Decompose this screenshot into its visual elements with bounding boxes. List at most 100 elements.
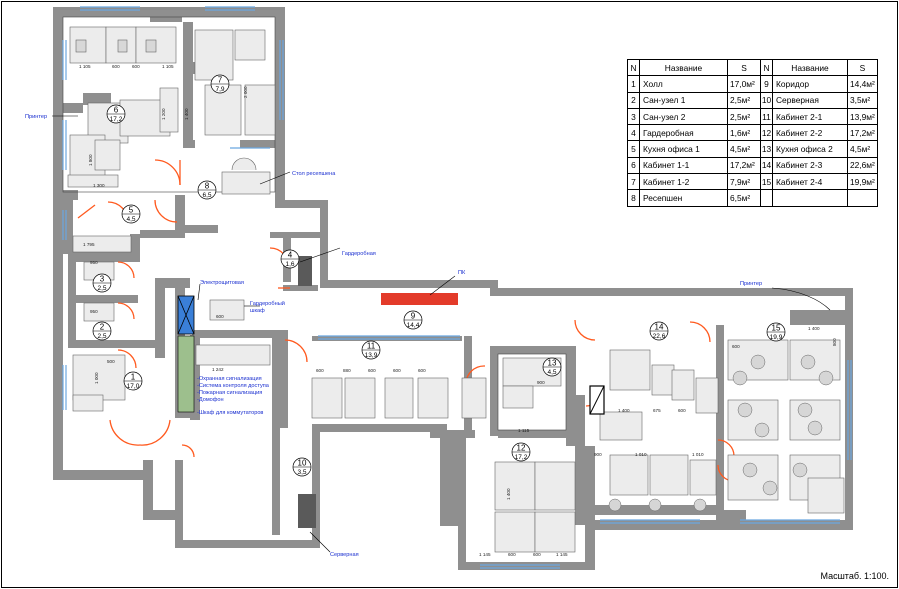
- table-cell: Кухня офиса 1: [639, 140, 728, 158]
- room-number: 1: [131, 373, 136, 382]
- label-system-0: -Охранная сигнализация: [197, 376, 262, 382]
- label-server-room: Серверная: [330, 552, 359, 558]
- dim-label: 1 242: [212, 367, 224, 372]
- table-cell: Гардеробная: [639, 124, 728, 142]
- table-cell: 17,2м²: [847, 124, 878, 142]
- col-n2: N: [760, 58, 773, 77]
- table-cell: Сан-узел 1: [639, 91, 728, 109]
- dim-label: 950: [90, 309, 98, 314]
- table-cell: 14,4м²: [847, 75, 878, 93]
- table-cell: 6: [627, 156, 640, 175]
- col-n1: N: [627, 58, 640, 77]
- table-cell: 13: [760, 140, 773, 158]
- table-cell: Кабинет 2-3: [772, 156, 848, 175]
- label-system-3: -Домофон: [197, 397, 224, 403]
- room-number: 10: [298, 459, 307, 468]
- room-area: 17,0: [127, 383, 140, 390]
- room-area: 7,9: [215, 86, 224, 93]
- dim-label: 600: [216, 314, 224, 319]
- table-cell: 4,5м²: [727, 140, 761, 158]
- table-cell: 17,0м²: [727, 75, 761, 93]
- table-cell: 8: [627, 189, 640, 207]
- room-area: 3,5: [297, 469, 306, 476]
- room-area: 14,4: [407, 322, 420, 329]
- room-area: 17,2: [515, 454, 528, 461]
- table-cell: 2: [627, 91, 640, 109]
- dim-label: 900: [594, 452, 602, 457]
- pc-block: [381, 293, 458, 305]
- leader-lines: [52, 115, 831, 553]
- dim-label: 600: [732, 344, 740, 349]
- dim-label: 1 800: [88, 154, 93, 166]
- dim-label: 1 145: [479, 552, 491, 557]
- label-switch-cabinet: -Шкаф для коммутаторов: [197, 410, 263, 416]
- table-cell: 14: [760, 156, 773, 175]
- room-number: 3: [100, 275, 105, 284]
- table-cell: 7,9м²: [727, 173, 761, 191]
- col-s2: S: [847, 58, 878, 77]
- dim-label: 1 010: [635, 452, 647, 457]
- dimension-labels: 1 105 600 600 1 105 2 000 1 400 1 800 1 …: [79, 64, 837, 557]
- table-cell: [760, 189, 773, 207]
- table-cell: Ресепшен: [639, 189, 728, 207]
- table-cell: Серверная: [772, 91, 848, 109]
- room-area: 17,2: [110, 116, 123, 123]
- table-cell: Кабинет 1-1: [639, 156, 728, 175]
- dim-label: 1 115: [518, 428, 530, 433]
- table-cell: 11: [760, 107, 773, 126]
- dim-label: 1 400: [184, 108, 189, 120]
- label-el-panel: Электрощитовая: [200, 280, 244, 286]
- room-number: 2: [100, 323, 105, 332]
- room-area: 6,5: [202, 192, 211, 199]
- table-header-row: N Название S N Название S: [627, 58, 878, 77]
- dim-label: 1 400: [506, 488, 511, 500]
- table-cell: 2,5м²: [727, 107, 761, 126]
- label-printer-left: Принтер: [25, 114, 47, 120]
- room-number: 11: [367, 342, 376, 351]
- dim-label: 1 105: [162, 64, 174, 69]
- table-cell: Кабинет 2-4: [772, 173, 848, 191]
- dim-label: 600: [368, 368, 376, 373]
- table-cell: 1,6м²: [727, 124, 761, 142]
- server-unit: [298, 494, 316, 528]
- dim-label: 1 400: [808, 326, 820, 331]
- table-cell: Сан-узел 2: [639, 107, 728, 126]
- table-cell: 1: [627, 75, 640, 93]
- label-system-1: -Система контроля доступа: [197, 383, 270, 389]
- table-cell: 12: [760, 124, 773, 142]
- room-number: 13: [548, 359, 557, 368]
- col-name1: Название: [639, 58, 728, 77]
- table-cell: Коридор: [772, 75, 848, 93]
- dim-label: 1 300: [93, 183, 105, 188]
- room-number: 14: [655, 323, 664, 332]
- dim-label: 600: [418, 368, 426, 373]
- table-cell: 9: [760, 75, 773, 93]
- room-number: 6: [114, 106, 119, 115]
- room-number: 5: [129, 206, 134, 215]
- label-reception-desk: Стол ресепшена: [292, 171, 336, 177]
- table-cell: 17,2м²: [727, 156, 761, 175]
- dim-label: 2 000: [243, 86, 248, 98]
- label-pc: ПК: [458, 270, 466, 276]
- table-cell: 5: [627, 140, 640, 158]
- table-cell: 4,5м²: [847, 140, 878, 158]
- dim-label: 950: [90, 260, 98, 265]
- table-cell: Кабинет 2-1: [772, 107, 848, 126]
- dim-label: 1 400: [618, 408, 630, 413]
- dim-label: 900: [537, 380, 545, 385]
- dim-label: 600: [393, 368, 401, 373]
- windows: [62, 6, 852, 569]
- room-number: 4: [288, 251, 293, 260]
- table-cell: 6,5м²: [727, 189, 761, 207]
- furniture: [67, 26, 845, 553]
- room-number: 15: [772, 324, 781, 333]
